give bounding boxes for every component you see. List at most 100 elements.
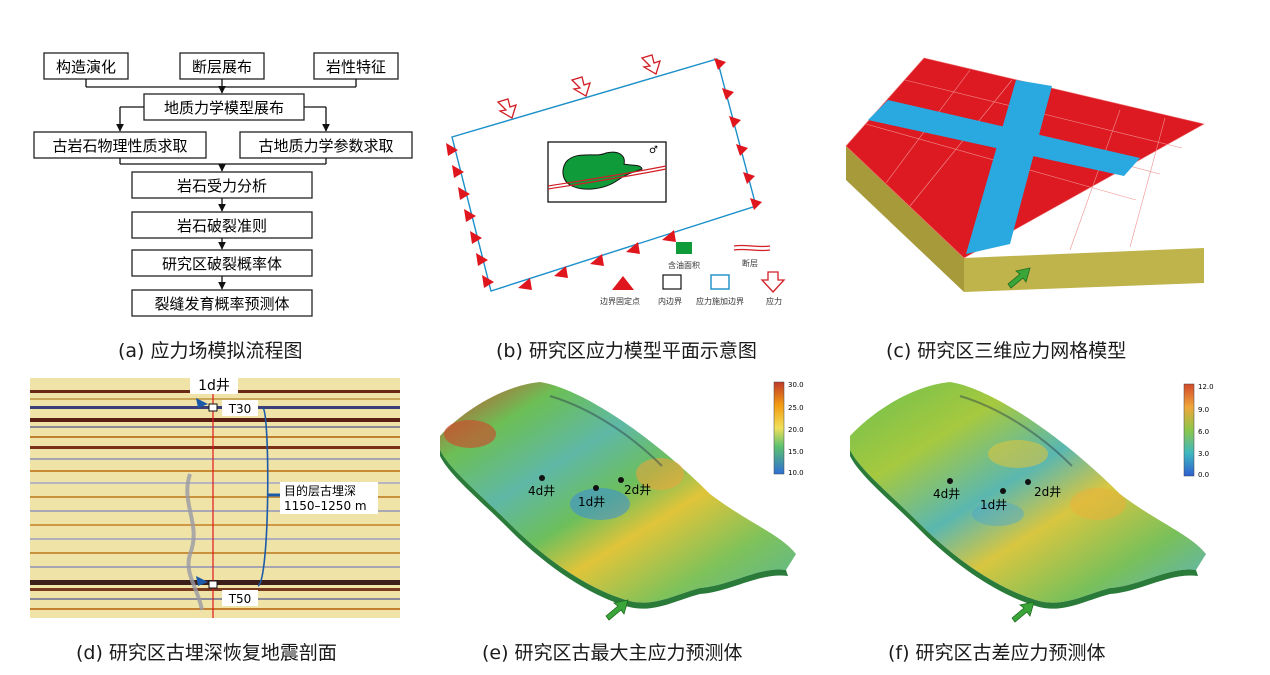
legend-fault-symbol <box>733 244 771 252</box>
svg-text:构造演化: 构造演化 <box>56 58 116 76</box>
svg-text:古岩石物理性质求取: 古岩石物理性质求取 <box>52 137 187 155</box>
flow-box-force-analysis: 岩石受力分析 <box>131 171 313 199</box>
svg-text:古地质力学参数求取: 古地质力学参数求取 <box>258 137 393 155</box>
north-arrow-icon <box>1011 601 1035 623</box>
grid-blue-band-vertical <box>966 80 1052 254</box>
scale-tick: 25.0 <box>788 404 804 412</box>
caption-e: (e) 研究区古最大主应力预测体 <box>482 642 743 664</box>
legend-inner-symbol <box>662 274 682 290</box>
scale-tick: 3.0 <box>1198 450 1209 458</box>
well-label-2d: 2d井 <box>624 483 651 497</box>
well-marker-4d <box>947 478 953 484</box>
caption-d: (d) 研究区古埋深恢复地震剖面 <box>76 642 337 664</box>
well-label-1d: 1d井 <box>578 495 605 509</box>
stress-arrows <box>496 54 661 119</box>
color-scale-bar <box>773 381 785 475</box>
well-marker-1d <box>593 485 599 491</box>
diff-stress-surface <box>850 382 1206 603</box>
panel-a-flowchart: 构造演化 断层展布 岩性特征 地质力学模型展布 <box>0 0 430 340</box>
max-stress-edge <box>440 450 788 609</box>
t50-label-bg <box>222 590 258 606</box>
diff-stress-edge <box>850 450 1198 609</box>
grid-3d-svg <box>845 57 1205 292</box>
well-label-2d: 2d井 <box>1034 485 1061 499</box>
north-arrow-icon <box>1007 267 1031 289</box>
scale-tick: 9.0 <box>1198 406 1209 414</box>
legend-stress-symbol <box>760 271 786 293</box>
plane-model-svg: ♂ <box>446 54 786 306</box>
svg-text:岩石破裂准则: 岩石破裂准则 <box>177 217 267 235</box>
legend-fixed-symbol <box>612 276 634 290</box>
legend-fault-label: 断层 <box>742 258 758 268</box>
scale-tick: 0.0 <box>1198 471 1209 479</box>
depth-label-line1: 目的层古埋深 <box>284 483 356 498</box>
flow-connectors-top <box>85 79 357 94</box>
svg-text:裂缝发育概率预测体: 裂缝发育概率预测体 <box>154 295 289 313</box>
legend-stress-boundary-label: 应力施加边界 <box>696 296 744 306</box>
panel-f-diff-stress: 4d井 1d井 2d井 12.0 9.0 6.0 3.0 0.0 <box>838 374 1248 624</box>
depth-bracket <box>257 407 269 587</box>
well-marker-2d <box>1025 479 1031 485</box>
legend-oil-swatch <box>676 242 692 254</box>
flow-box-fracture-probability: 研究区破裂概率体 <box>131 249 313 277</box>
t30-label: T30 <box>228 402 252 416</box>
depth-label-line2: 1150–1250 m <box>284 499 367 513</box>
flow-box-fracture-prediction: 裂缝发育概率预测体 <box>131 289 313 317</box>
legend-stress-label: 应力 <box>766 296 782 306</box>
flow-box-tectonic: 构造演化 <box>43 52 129 80</box>
panel-d-seismic: 1d井 T30 T50 目的层古埋深 1150–1250 m <box>30 374 400 620</box>
seismic-svg: 1d井 T30 T50 目的层古埋深 1150–1250 m <box>30 376 400 618</box>
t50-label: T50 <box>228 592 252 606</box>
well-marker-4d <box>539 475 545 481</box>
panel-c-3d-grid <box>840 40 1210 310</box>
top-pointer-icon <box>196 398 208 408</box>
caption-a: (a) 应力场模拟流程图 <box>118 340 303 362</box>
depth-label-bg <box>280 482 378 514</box>
diff-stress-svg: 4d井 1d井 2d井 12.0 9.0 6.0 3.0 0.0 <box>850 382 1214 623</box>
panel-b-plane-model: ♂ <box>436 40 796 320</box>
scale-tick: 10.0 <box>788 469 804 477</box>
well-marker-1d <box>1000 488 1006 494</box>
well-marker-2d <box>618 477 624 483</box>
fault-line <box>547 165 667 187</box>
svg-text:地质力学模型展布: 地质力学模型展布 <box>164 99 284 117</box>
north-mark: ♂ <box>649 145 658 156</box>
max-stress-svg: 4d井 1d井 2d井 30.0 25.0 20.0 15.0 10.0 <box>440 381 804 621</box>
color-scale-bar <box>1183 383 1195 477</box>
flow-box-fault: 断层展布 <box>179 52 265 80</box>
flow-box-failure-criterion: 岩石破裂准则 <box>131 211 313 239</box>
scale-tick: 6.0 <box>1198 428 1209 436</box>
svg-text:研究区破裂概率体: 研究区破裂概率体 <box>162 255 282 273</box>
north-arrow-icon <box>605 599 629 621</box>
well-bottom-marker <box>208 580 218 589</box>
svg-text:断层展布: 断层展布 <box>192 58 252 76</box>
well-label: 1d井 <box>198 378 230 394</box>
scale-tick: 20.0 <box>788 426 804 434</box>
flow-box-lithology: 岩性特征 <box>313 52 399 80</box>
well-label-4d: 4d井 <box>528 484 555 498</box>
well-label-4d: 4d井 <box>933 487 960 501</box>
svg-text:岩石受力分析: 岩石受力分析 <box>177 177 267 195</box>
well-label-bg <box>190 376 238 394</box>
flow-box-rock-physics: 古岩石物理性质求取 <box>33 131 207 159</box>
caption-f: (f) 研究区古差应力预测体 <box>888 642 1106 664</box>
flow-connectors-branch <box>116 106 330 132</box>
well-top-marker <box>208 403 218 412</box>
scale-tick: 30.0 <box>788 381 804 389</box>
svg-text:岩性特征: 岩性特征 <box>326 58 386 76</box>
well-label-1d: 1d井 <box>980 498 1007 512</box>
legend-fixed-label: 边界固定点 <box>600 296 640 306</box>
flow-connectors-merge <box>119 158 327 172</box>
bottom-pointer-icon <box>196 576 208 586</box>
fixed-points <box>446 58 762 290</box>
grid-side-front <box>964 248 1204 292</box>
flowchart-svg: 构造演化 断层展布 岩性特征 地质力学模型展布 <box>33 52 413 317</box>
flow-box-model: 地质力学模型展布 <box>143 93 305 121</box>
t30-label-bg <box>222 400 258 416</box>
seismic-chimney <box>185 473 204 611</box>
panel-e-max-stress: 4d井 1d井 2d井 30.0 25.0 20.0 15.0 10.0 <box>430 374 830 624</box>
legend-oil-label: 含油面积 <box>668 260 700 270</box>
grid-side-left <box>846 146 964 292</box>
caption-c: (c) 研究区三维应力网格模型 <box>886 340 1127 362</box>
legend-stress-boundary-symbol <box>710 274 730 290</box>
